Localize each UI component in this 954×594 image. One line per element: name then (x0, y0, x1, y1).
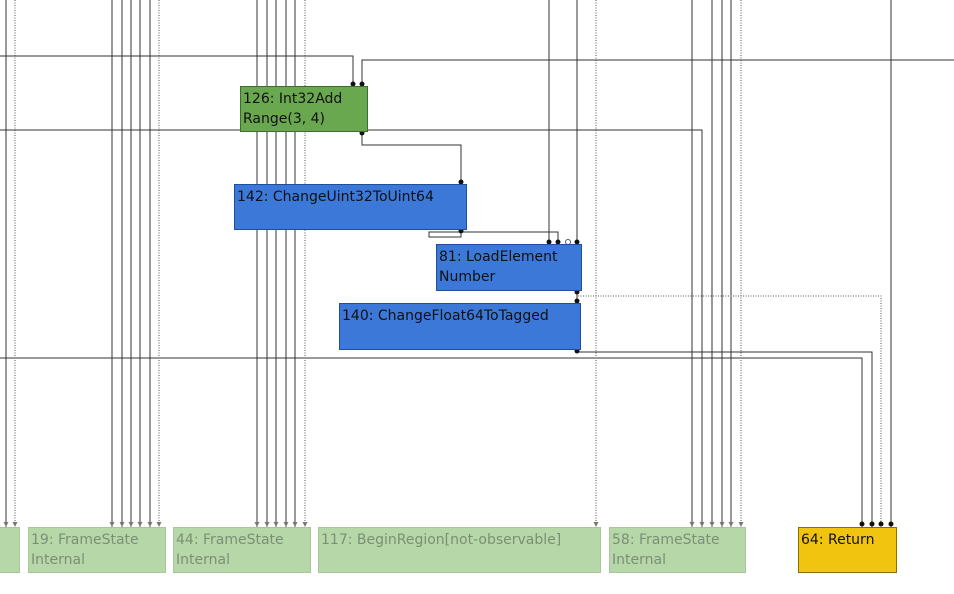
input-port (555, 239, 561, 245)
edge (428, 230, 559, 244)
input-arrow (156, 522, 162, 527)
input-arrow (689, 522, 695, 527)
input-arrow (273, 522, 279, 527)
input-port (574, 298, 580, 304)
node-126-int32add[interactable]: 126: Int32Add Range(3, 4) (240, 86, 368, 132)
input-arrow (593, 522, 599, 527)
edge (361, 59, 954, 86)
input-port (350, 81, 356, 87)
input-arrow (264, 522, 270, 527)
input-arrow (12, 522, 18, 527)
return-input-port (888, 521, 894, 527)
node-sublabel: Internal (31, 552, 85, 568)
input-port (546, 239, 552, 245)
input-port (458, 179, 464, 185)
node-label: 44: FrameState (176, 532, 284, 548)
node-58-framestate[interactable]: 58: FrameState Internal (609, 527, 746, 573)
node-140-changefloat64totagged[interactable]: 140: ChangeFloat64ToTagged (339, 303, 581, 350)
node-label: 126: Int32Add (243, 91, 343, 107)
node-142-changeuint32touint64[interactable]: 142: ChangeUint32ToUint64 (234, 184, 467, 230)
node-label: 81: LoadElement (439, 249, 558, 265)
node-label: 19: FrameState (31, 532, 139, 548)
node-sublabel: Internal (612, 552, 666, 568)
input-arrow (147, 522, 153, 527)
node-label: 58: FrameState (612, 532, 720, 548)
node-label: 142: ChangeUint32ToUint64 (237, 189, 434, 205)
edge (578, 295, 882, 527)
input-arrow (699, 522, 705, 527)
node-label: 117: BeginRegion[not-observable] (321, 532, 562, 548)
input-port (359, 81, 365, 87)
input-arrow (283, 522, 289, 527)
node-sublabel: Range(3, 4) (243, 111, 326, 127)
input-arrow (302, 522, 308, 527)
input-arrow (128, 522, 134, 527)
input-arrow (119, 522, 125, 527)
input-arrow (709, 522, 715, 527)
edge (0, 55, 354, 86)
node-sublabel: Internal (176, 552, 230, 568)
input-arrow (109, 522, 115, 527)
node-19-framestate[interactable]: 19: FrameState Internal (28, 527, 166, 573)
edge (0, 129, 703, 527)
return-input-port (878, 521, 884, 527)
input-arrow (3, 522, 9, 527)
node-44-framestate[interactable]: 44: FrameState Internal (173, 527, 311, 573)
node-117-beginregion[interactable]: 117: BeginRegion[not-observable] (318, 527, 601, 573)
return-input-port (859, 521, 865, 527)
input-port (574, 239, 580, 245)
node-label: 140: ChangeFloat64ToTagged (342, 308, 549, 324)
node-81-loadelement[interactable]: 81: LoadElement Number (436, 244, 582, 291)
node-left-partial[interactable] (0, 527, 20, 573)
input-arrow (719, 522, 725, 527)
input-arrow (254, 522, 260, 527)
node-sublabel: Number (439, 269, 496, 285)
input-arrow (137, 522, 143, 527)
edge (361, 132, 462, 184)
input-arrow (738, 522, 744, 527)
return-input-port (869, 521, 875, 527)
node-label: 64: Return (801, 532, 875, 548)
node-64-return[interactable]: 64: Return (798, 527, 897, 573)
input-arrow (728, 522, 734, 527)
edge (0, 357, 863, 527)
edge (577, 351, 873, 527)
input-arrow (292, 522, 298, 527)
